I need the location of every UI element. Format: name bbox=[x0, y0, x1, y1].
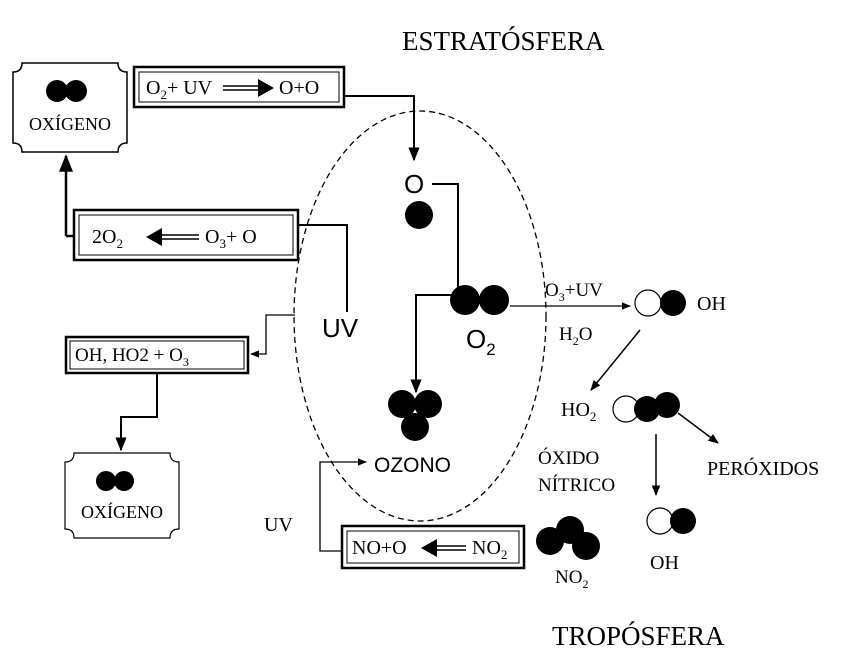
no2-label: NO bbox=[555, 567, 582, 588]
ozone-molecule-icon bbox=[388, 390, 416, 418]
svg-text:2O2: 2O2 bbox=[92, 226, 123, 251]
r3-sub: 3 bbox=[183, 355, 189, 369]
oh-label-bottom: OH bbox=[650, 552, 679, 574]
ozone-molecule-icon bbox=[401, 413, 429, 441]
reaction-box-photolysis: O2+ UV O+O bbox=[132, 65, 346, 109]
no2-molecule-icon bbox=[572, 532, 600, 560]
ho2-sub: 2 bbox=[590, 409, 597, 424]
oxygen-atom-icon bbox=[96, 471, 116, 491]
oh-molecule-icon bbox=[634, 289, 662, 317]
ozone-label: OZONO bbox=[374, 454, 451, 477]
r1-products: O+O bbox=[279, 77, 319, 99]
arrow-to-ho2 bbox=[590, 329, 641, 391]
arrow-to-oh-box bbox=[250, 314, 295, 358]
reaction-box-recombination: 2O2 O3+ O bbox=[72, 208, 300, 262]
r1-o: O bbox=[146, 77, 160, 99]
nitric-oxide-label-1: ÓXIDO bbox=[538, 447, 599, 469]
r1-sub: 2 bbox=[160, 87, 167, 102]
svg-text:H2O: H2O bbox=[559, 324, 592, 348]
arrow-to-oxygen-bottom bbox=[115, 373, 158, 452]
o2-molecule-icon bbox=[479, 285, 509, 315]
oxygen-atom-icon bbox=[46, 80, 68, 102]
oh-molecule-icon bbox=[670, 508, 696, 534]
uv-center-label: UV bbox=[322, 313, 359, 343]
svg-text:O3+UV: O3+UV bbox=[545, 280, 603, 304]
oxygen-atom-icon bbox=[65, 80, 87, 102]
r1-uv: + UV bbox=[167, 77, 213, 99]
ho2-molecule-icon bbox=[634, 396, 660, 422]
arrow-nox-to-ozone bbox=[319, 458, 367, 552]
arrow-to-peroxides bbox=[677, 412, 719, 444]
o-atom-label: O bbox=[404, 169, 424, 199]
svg-text:OH, HO2 + O3: OH, HO2 + O3 bbox=[75, 345, 189, 369]
ho2-label: HO bbox=[561, 399, 590, 421]
r4-sub: 2 bbox=[501, 547, 508, 562]
o2-label: O bbox=[466, 324, 486, 354]
peroxides-label: PERÓXIDOS bbox=[707, 456, 819, 480]
oxygen-frame-bottom: OXÍGENO bbox=[64, 452, 180, 539]
ho2-molecule-icon bbox=[654, 392, 680, 418]
right-arrow-icon bbox=[223, 79, 274, 97]
r4-products: NO+O bbox=[352, 537, 407, 559]
oxygen-atom-icon bbox=[405, 201, 433, 229]
o2-molecule-icon bbox=[450, 285, 480, 315]
h2o-o: O bbox=[579, 324, 593, 345]
oxygen-label-bottom: OXÍGENO bbox=[81, 501, 163, 522]
svg-text:O2: O2 bbox=[466, 324, 496, 359]
ozone-molecule-icon bbox=[414, 390, 442, 418]
o3uv-o: O bbox=[545, 280, 559, 301]
uv-bottom-label: UV bbox=[264, 514, 293, 536]
oxygen-frame-top: OXÍGENO bbox=[12, 62, 128, 153]
o-atom-connector bbox=[432, 183, 459, 294]
h2o-h: H bbox=[559, 324, 573, 345]
r2-reactant: 2O bbox=[92, 226, 116, 248]
h2o-sub: 2 bbox=[573, 334, 579, 348]
o3uv-sub: 3 bbox=[559, 290, 565, 304]
connector-box2-uv bbox=[298, 224, 348, 312]
svg-text:NO2: NO2 bbox=[555, 567, 588, 591]
no2-sub: 2 bbox=[582, 577, 588, 591]
r4-no2: NO bbox=[472, 537, 501, 559]
oxygen-atom-icon bbox=[114, 471, 134, 491]
troposphere-label: TROPÓSFERA bbox=[552, 621, 725, 651]
r2-o3-sub: 3 bbox=[219, 236, 226, 251]
o3uv-rest: +UV bbox=[565, 280, 603, 301]
ozone-zone-ellipse bbox=[293, 110, 547, 522]
reaction-box-nox: NO+O NO2 bbox=[340, 524, 526, 570]
svg-text:O2+ UV: O2+ UV bbox=[146, 77, 213, 102]
svg-text:NO2: NO2 bbox=[472, 537, 507, 562]
o2-sub: 2 bbox=[486, 340, 495, 359]
stratosphere-label: ESTRATÓSFERA bbox=[402, 26, 605, 56]
left-arrow-icon bbox=[421, 539, 466, 557]
r2-sub: 2 bbox=[116, 236, 123, 251]
oh-molecule-icon bbox=[646, 507, 674, 535]
arrow-to-ozone bbox=[410, 294, 452, 394]
svg-text:O3+ O: O3+ O bbox=[205, 226, 257, 251]
svg-text:HO2: HO2 bbox=[561, 399, 596, 424]
r3-text: OH, HO2 + O bbox=[75, 345, 183, 366]
arrow-to-o-atom bbox=[344, 95, 420, 162]
r2-o3: O bbox=[205, 226, 219, 248]
oxygen-label-top: OXÍGENO bbox=[29, 113, 111, 134]
oh-molecule-icon bbox=[660, 290, 686, 316]
oh-label-right: OH bbox=[697, 293, 726, 315]
left-arrow-icon bbox=[146, 228, 199, 246]
reaction-box-hox: OH, HO2 + O3 bbox=[64, 335, 250, 375]
r2-plus-o: + O bbox=[226, 226, 257, 248]
nitric-oxide-label-2: NÍTRICO bbox=[538, 474, 615, 496]
